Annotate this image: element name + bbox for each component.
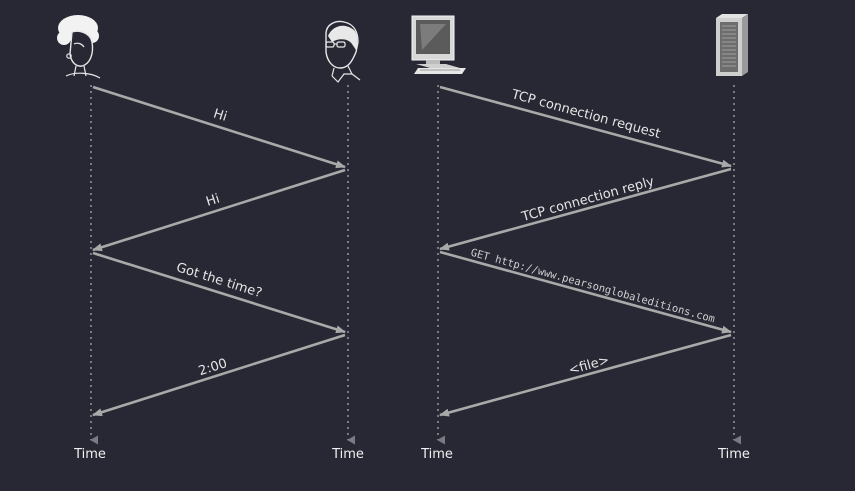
message-label: GET http://www.pearsonglobaleditions.com <box>469 247 716 326</box>
time-label: Time <box>331 447 364 462</box>
woman-icon <box>57 15 101 79</box>
time-label: Time <box>73 447 106 462</box>
arrow-tcp-request <box>439 85 732 168</box>
time-label: Time <box>717 447 750 462</box>
time-label: Time <box>420 447 453 462</box>
arrow-file <box>439 333 732 417</box>
server-icon <box>716 14 748 76</box>
arrow-hi-2 <box>92 168 346 252</box>
message-label: TCP connection reply <box>519 174 656 225</box>
arrow-2-00 <box>92 333 346 417</box>
arrow-got-the-time <box>92 251 346 334</box>
message-label: Got the time? <box>174 260 263 301</box>
arrow-hi-1 <box>92 85 346 169</box>
message-label: Hi <box>211 106 228 124</box>
message-label: TCP connection request <box>509 87 662 142</box>
arrow-get <box>439 250 732 334</box>
arrow-tcp-reply <box>439 167 732 251</box>
computer-icon <box>411 15 466 74</box>
man-icon <box>325 20 361 83</box>
message-label: Hi <box>204 191 221 209</box>
